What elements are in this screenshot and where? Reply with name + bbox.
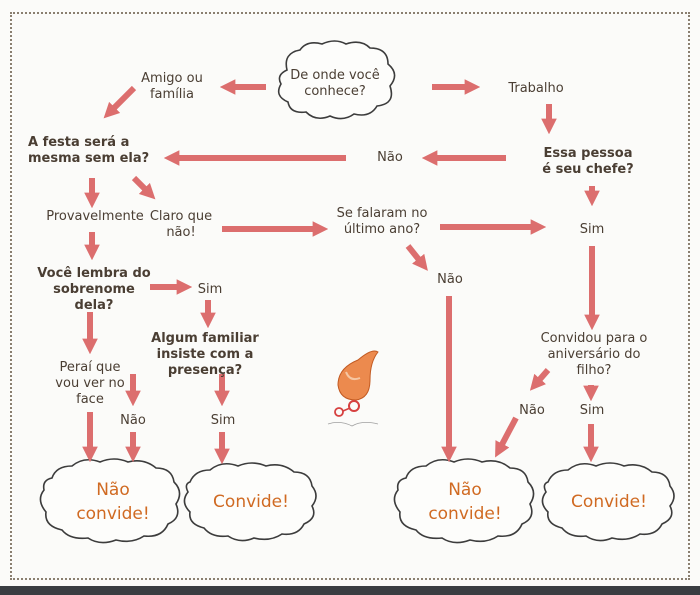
arrow-talked-to-no-middle <box>405 244 428 271</box>
mascot-wheel <box>348 400 360 412</box>
node-yes-surname: Sim <box>192 282 228 298</box>
outcome-dont-invite-right: Não convide! <box>412 478 518 526</box>
node-question-start: De onde você conhece? <box>290 68 380 100</box>
arrow-birthday-to-no <box>529 368 551 391</box>
node-remember-surname-text: Você lembra do sobrenome dela? <box>37 266 151 313</box>
node-yes-insist-text: Sim <box>210 413 236 428</box>
node-yes-surname-text: Sim <box>197 282 223 297</box>
outcome-dont-invite-left: Não convide! <box>60 478 166 526</box>
node-of-course-not: Claro que não! <box>148 209 214 241</box>
node-invited-birthday: Convidou para o aniversário do filho? <box>538 331 650 379</box>
node-no-middle-text: Não <box>437 272 463 287</box>
node-friend-family-text: Amigo ou família <box>141 71 203 102</box>
node-no-birthday: Não <box>514 403 550 419</box>
node-is-boss-text: Essa pessoa é seu chefe? <box>542 146 634 177</box>
node-family-insists-text: Algum familiar insiste com a presença? <box>151 331 259 378</box>
node-wait-see-text: Peraí que vou ver no face <box>55 360 125 407</box>
node-is-boss: Essa pessoa é seu chefe? <box>538 146 638 178</box>
node-invited-birthday-text: Convidou para o aniversário do filho? <box>540 331 648 378</box>
node-no-insist-text: Não <box>120 413 146 428</box>
node-party-same: A festa será a mesma sem ela? <box>28 135 158 167</box>
outcome-dont-invite-left-text: Não convide! <box>76 480 150 524</box>
dotted-border-frame <box>10 12 690 580</box>
node-no-top: Não <box>365 150 415 166</box>
cloud-dont-invite-left <box>39 458 181 544</box>
cloud-dont-invite-right <box>393 458 535 544</box>
node-probably-text: Provavelmente <box>46 209 144 224</box>
mascot-drop <box>337 350 379 401</box>
node-yes-right-text: Sim <box>579 222 605 237</box>
node-question-start-text: De onde você conhece? <box>290 68 380 99</box>
node-talked-last-year: Se falaram no último ano? <box>330 206 434 238</box>
node-party-same-text: A festa será a mesma sem ela? <box>28 135 150 166</box>
node-yes-birthday-text: Sim <box>579 403 605 418</box>
arrow-friend-to-party <box>103 85 137 119</box>
cloud-start <box>277 40 396 120</box>
node-yes-insist: Sim <box>206 413 240 429</box>
node-remember-surname: Você lembra do sobrenome dela? <box>36 266 152 314</box>
node-family-insists: Algum familiar insiste com a presença? <box>140 331 270 379</box>
node-work-text: Trabalho <box>508 81 564 96</box>
node-no-insist: Não <box>116 413 150 429</box>
cloud-invite-left <box>183 462 317 542</box>
node-of-course-not-text: Claro que não! <box>149 209 213 240</box>
node-no-birthday-text: Não <box>519 403 545 418</box>
outcome-dont-invite-right-text: Não convide! <box>428 480 502 524</box>
cloud-invite-right <box>541 462 675 542</box>
node-yes-right: Sim <box>570 222 614 238</box>
outcome-invite-right: Convide! <box>556 490 662 514</box>
node-probably: Provavelmente <box>40 209 150 225</box>
outcome-invite-right-text: Convide! <box>571 492 647 512</box>
bottom-bar <box>0 586 700 595</box>
node-no-middle: Não <box>430 272 470 288</box>
outcome-invite-left-text: Convide! <box>213 492 289 512</box>
outcome-invite-left: Convide! <box>198 490 304 514</box>
node-talked-last-year-text: Se falaram no último ano? <box>336 206 428 237</box>
node-yes-birthday: Sim <box>574 403 610 419</box>
node-wait-see: Peraí que vou ver no face <box>52 360 128 408</box>
node-work: Trabalho <box>501 81 571 97</box>
node-no-top-text: Não <box>377 150 403 165</box>
arrow-no-birthday-to-outcome <box>495 416 519 458</box>
arrow-party-to-claro <box>131 175 156 200</box>
node-friend-family: Amigo ou família <box>136 71 208 103</box>
